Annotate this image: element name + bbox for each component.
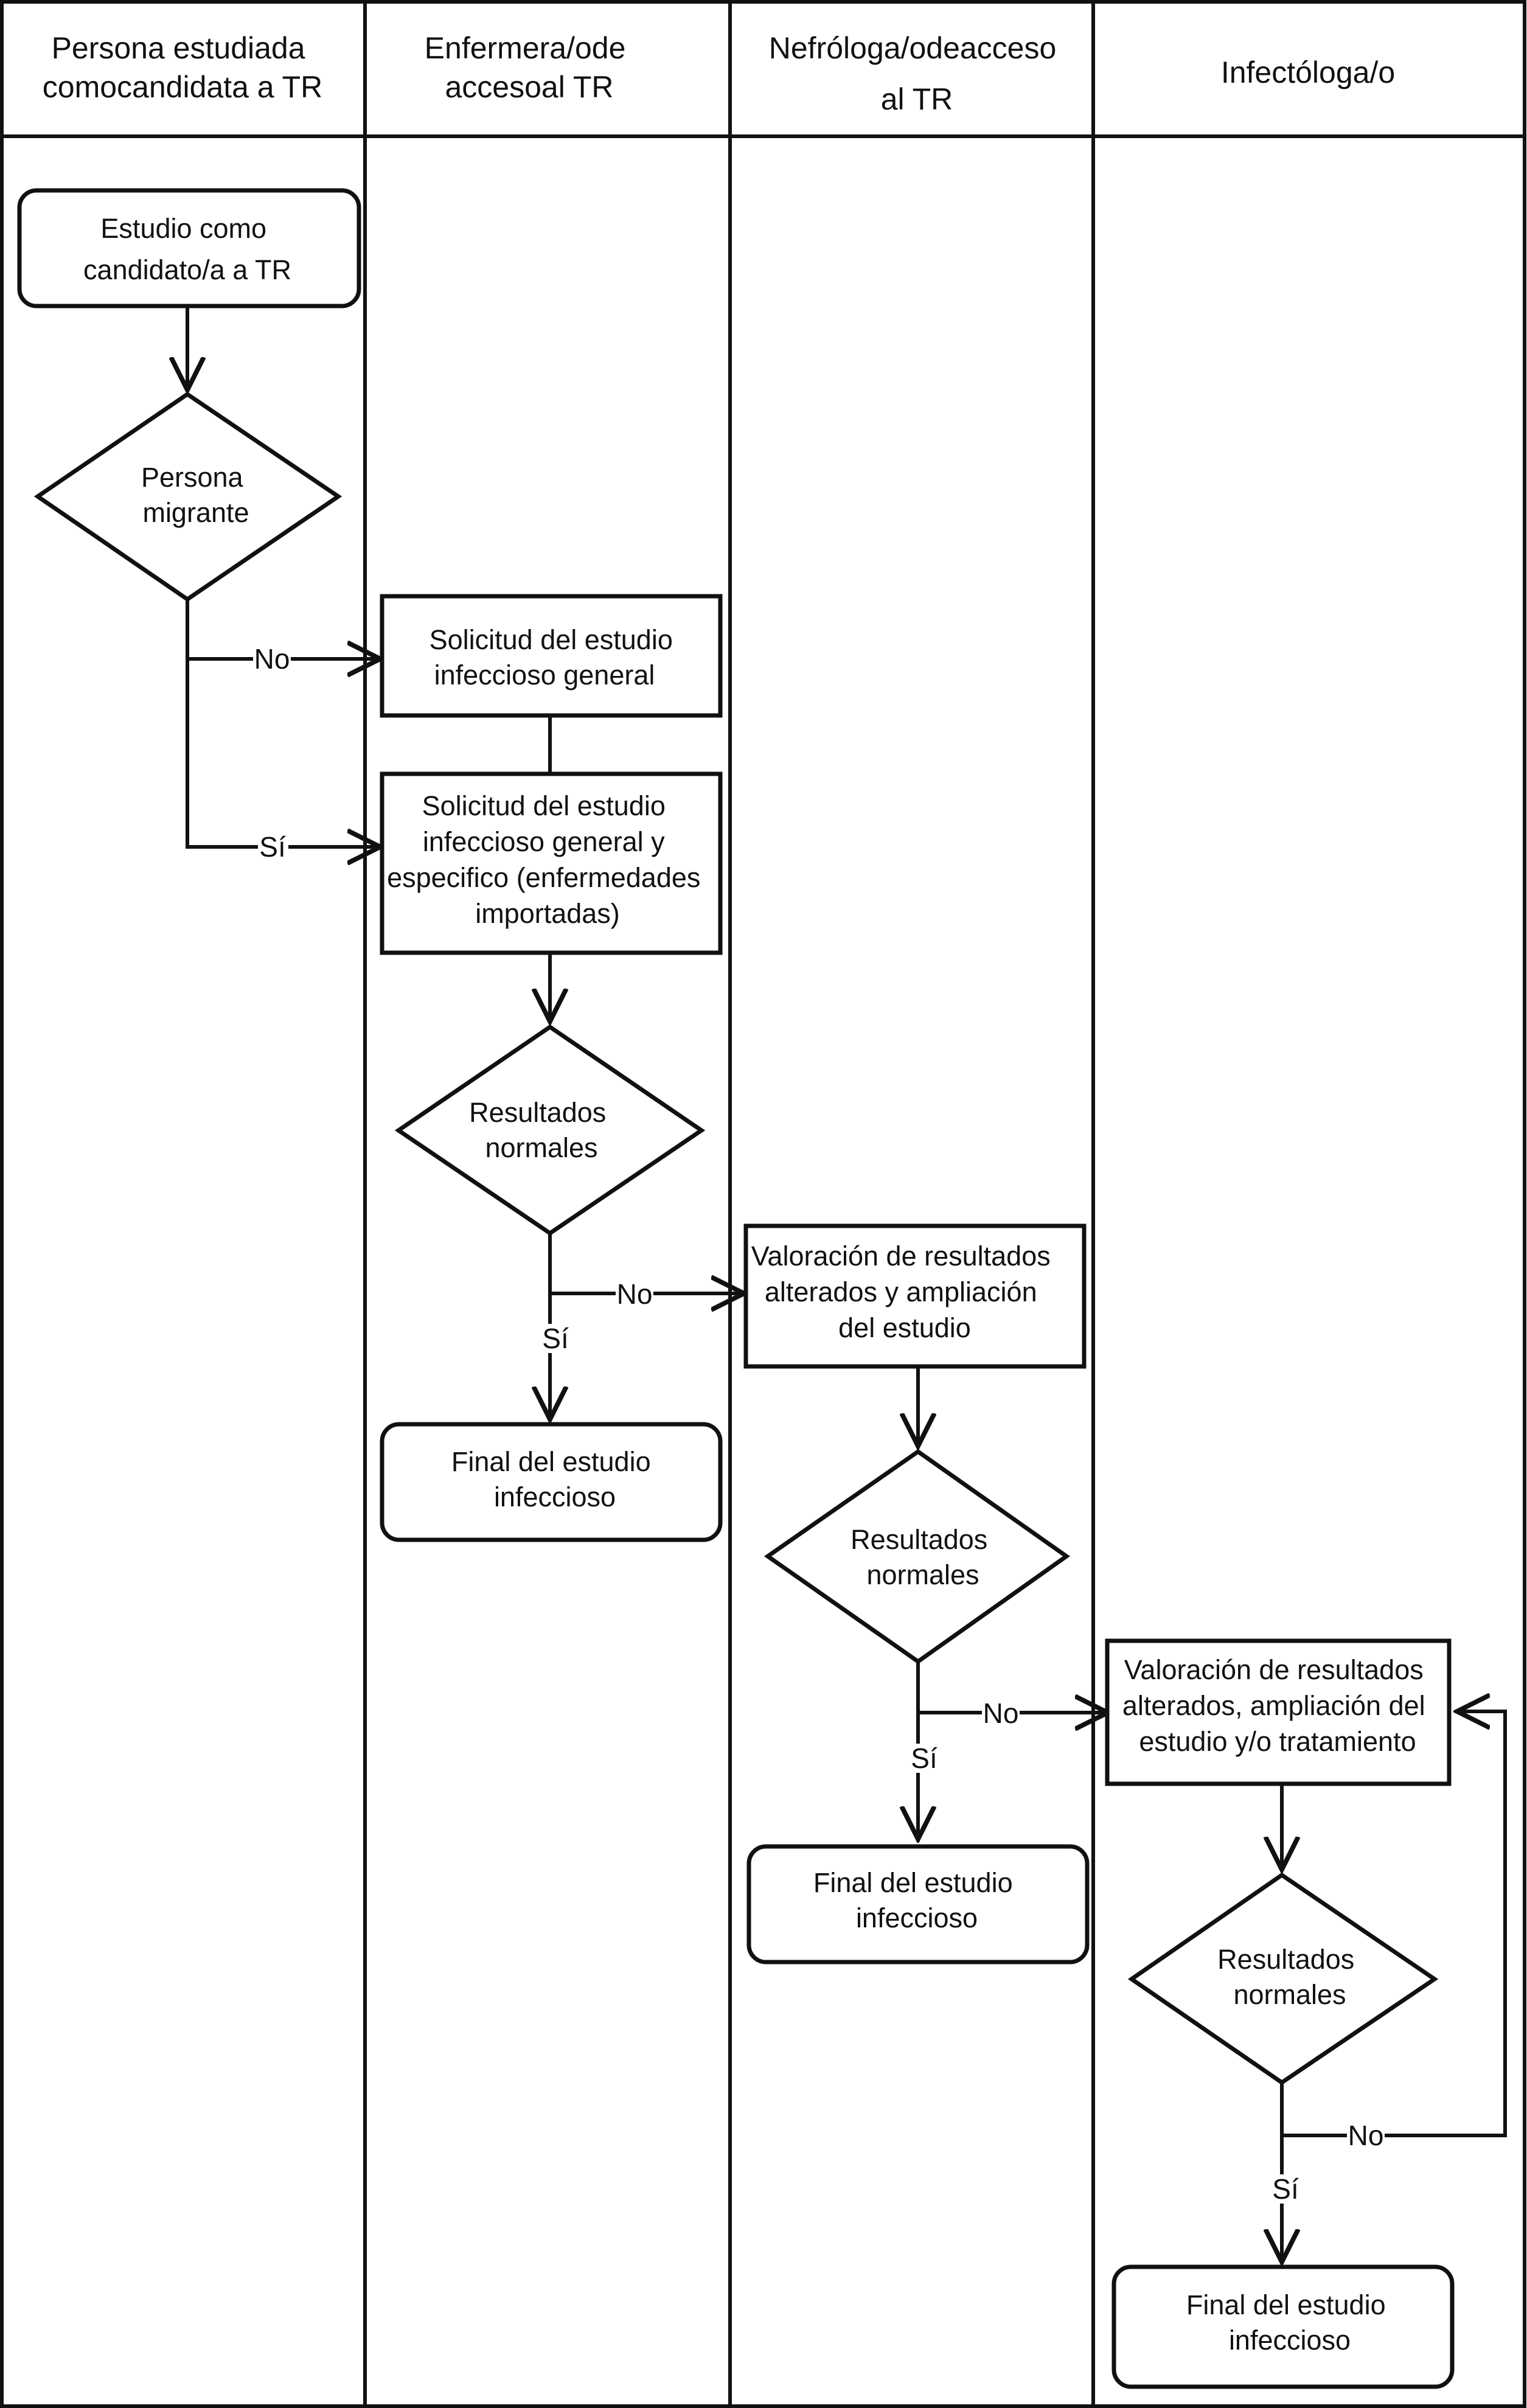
label-line: infeccioso general y — [423, 826, 665, 857]
edge-label-migrante-no: No — [253, 643, 291, 675]
label-line: Resultados — [469, 1097, 606, 1128]
decision-resultados-normales-2 — [764, 1449, 1071, 1665]
lane-header-line: Infectóloga/o — [1221, 55, 1395, 89]
edge-label-result2-no: No — [982, 1697, 1020, 1729]
label-final-estudio-2: Final del estudio infeccioso — [813, 1867, 1020, 1933]
edge-label-text: Sí — [259, 831, 286, 863]
terminal-estudio-candidato — [17, 188, 361, 308]
lane-header-nefrologa: Nefróloga/odeacceso al TR — [769, 31, 1065, 116]
lane-header-infectologa: Infectóloga/o — [1221, 55, 1395, 89]
decision-resultados-normales-1 — [394, 1024, 706, 1236]
label-line: Estudio como — [100, 213, 266, 244]
label-line: Resultados — [850, 1524, 987, 1555]
lane-header-line: Nefróloga/odeacceso — [769, 31, 1057, 65]
label-line: infeccioso general — [434, 659, 655, 691]
label-line: Solicitud del estudio — [430, 624, 673, 655]
edge-label-migrante-si: Sí — [258, 831, 288, 863]
label-line: Final del estudio — [813, 1867, 1013, 1898]
label-line: Final del estudio — [1186, 2289, 1386, 2320]
edge-label-text: No — [983, 1697, 1019, 1729]
label-line: infeccioso — [1229, 2325, 1351, 2356]
label-solicitud-general: Solicitud del estudio infeccioso general — [430, 624, 681, 691]
edge-label-text: Sí — [542, 1323, 569, 1354]
process-valoracion-nefrologa — [743, 1223, 1087, 1369]
edge-label-result2-si: Sí — [909, 1742, 939, 1774]
terminal-final-estudio-2 — [746, 1844, 1090, 1964]
label-line: candidato/a a TR — [83, 254, 291, 285]
label-line: alterados, ampliación del — [1122, 1690, 1425, 1721]
label-valoracion-nefrologa: Valoración de resultados alterados y amp… — [751, 1241, 1058, 1343]
label-persona-migrante: Persona migrante — [141, 462, 251, 528]
label-resultados-normales-1: Resultados normales — [469, 1097, 614, 1163]
label-final-estudio-1: Final del estudio infeccioso — [451, 1446, 658, 1512]
label-line: Valoración de resultados — [751, 1241, 1051, 1272]
label-final-estudio-3: Final del estudio infeccioso — [1186, 2289, 1393, 2356]
connector-migrante-si — [186, 659, 378, 847]
terminal-final-estudio-3 — [1111, 2264, 1455, 2389]
label-line: normales — [866, 1559, 979, 1590]
lane-header-line: Enfermera/ode — [425, 31, 626, 65]
label-line: alterados y ampliación — [765, 1276, 1037, 1307]
process-valoracion-infectologa — [1105, 1638, 1452, 1786]
lane-header-persona: Persona estudiada comocandidata a TR — [43, 31, 322, 104]
edge-label-text: No — [617, 1278, 653, 1310]
label-line: estudio y/o tratamiento — [1139, 1726, 1416, 1757]
label-valoracion-infectologa: Valoración de resultados alterados, ampl… — [1122, 1654, 1433, 1757]
label-line: especifico (enfermedades — [387, 862, 700, 893]
label-line: importadas) — [475, 898, 620, 929]
edge-label-result3-no: No — [1347, 2120, 1385, 2151]
label-line: migrante — [142, 497, 249, 528]
label-line: normales — [485, 1132, 597, 1163]
lane-header-enfermera: Enfermera/ode accesoal TR — [425, 31, 635, 104]
terminal-final-estudio-1 — [380, 1422, 723, 1542]
label-line: Solicitud del estudio — [422, 790, 666, 821]
edge-label-result1-no: No — [616, 1278, 653, 1310]
lane-header-line: comocandidata a TR — [43, 70, 322, 104]
lane-header-line: Persona estudiada — [52, 31, 305, 65]
connector-result3-no-loop — [1282, 1711, 1507, 2137]
lane-header-line: al TR — [881, 82, 953, 116]
label-solicitud-especifico: Solicitud del estudio infeccioso general… — [387, 790, 708, 929]
label-resultados-normales-2: Resultados normales — [850, 1524, 995, 1590]
edge-label-text: Sí — [1272, 2173, 1299, 2205]
label-line: Persona — [141, 462, 244, 493]
label-line: Final del estudio — [451, 1446, 651, 1477]
process-solicitud-general — [380, 594, 723, 718]
label-line: Valoración de resultados — [1124, 1654, 1424, 1685]
edge-label-result1-si: Sí — [540, 1323, 571, 1354]
label-line: Resultados — [1217, 1944, 1354, 1975]
label-line: normales — [1233, 1979, 1346, 2010]
decision-persona-migrante — [33, 391, 343, 602]
decision-resultados-normales-3 — [1127, 1872, 1439, 2086]
label-line: del estudio — [838, 1312, 971, 1343]
label-line: infeccioso — [856, 1902, 978, 1933]
lane-header-line: accesoal TR — [445, 70, 614, 104]
label-resultados-normales-3: Resultados normales — [1217, 1944, 1362, 2010]
edge-label-result3-si: Sí — [1270, 2173, 1301, 2205]
label-line: infeccioso — [494, 1481, 616, 1512]
edge-label-text: Sí — [911, 1742, 937, 1774]
process-solicitud-especifico — [380, 771, 723, 955]
edge-label-text: No — [1348, 2120, 1384, 2151]
edge-label-text: No — [254, 643, 290, 675]
label-estudio-candidato: Estudio como candidato/a a TR — [83, 213, 291, 285]
